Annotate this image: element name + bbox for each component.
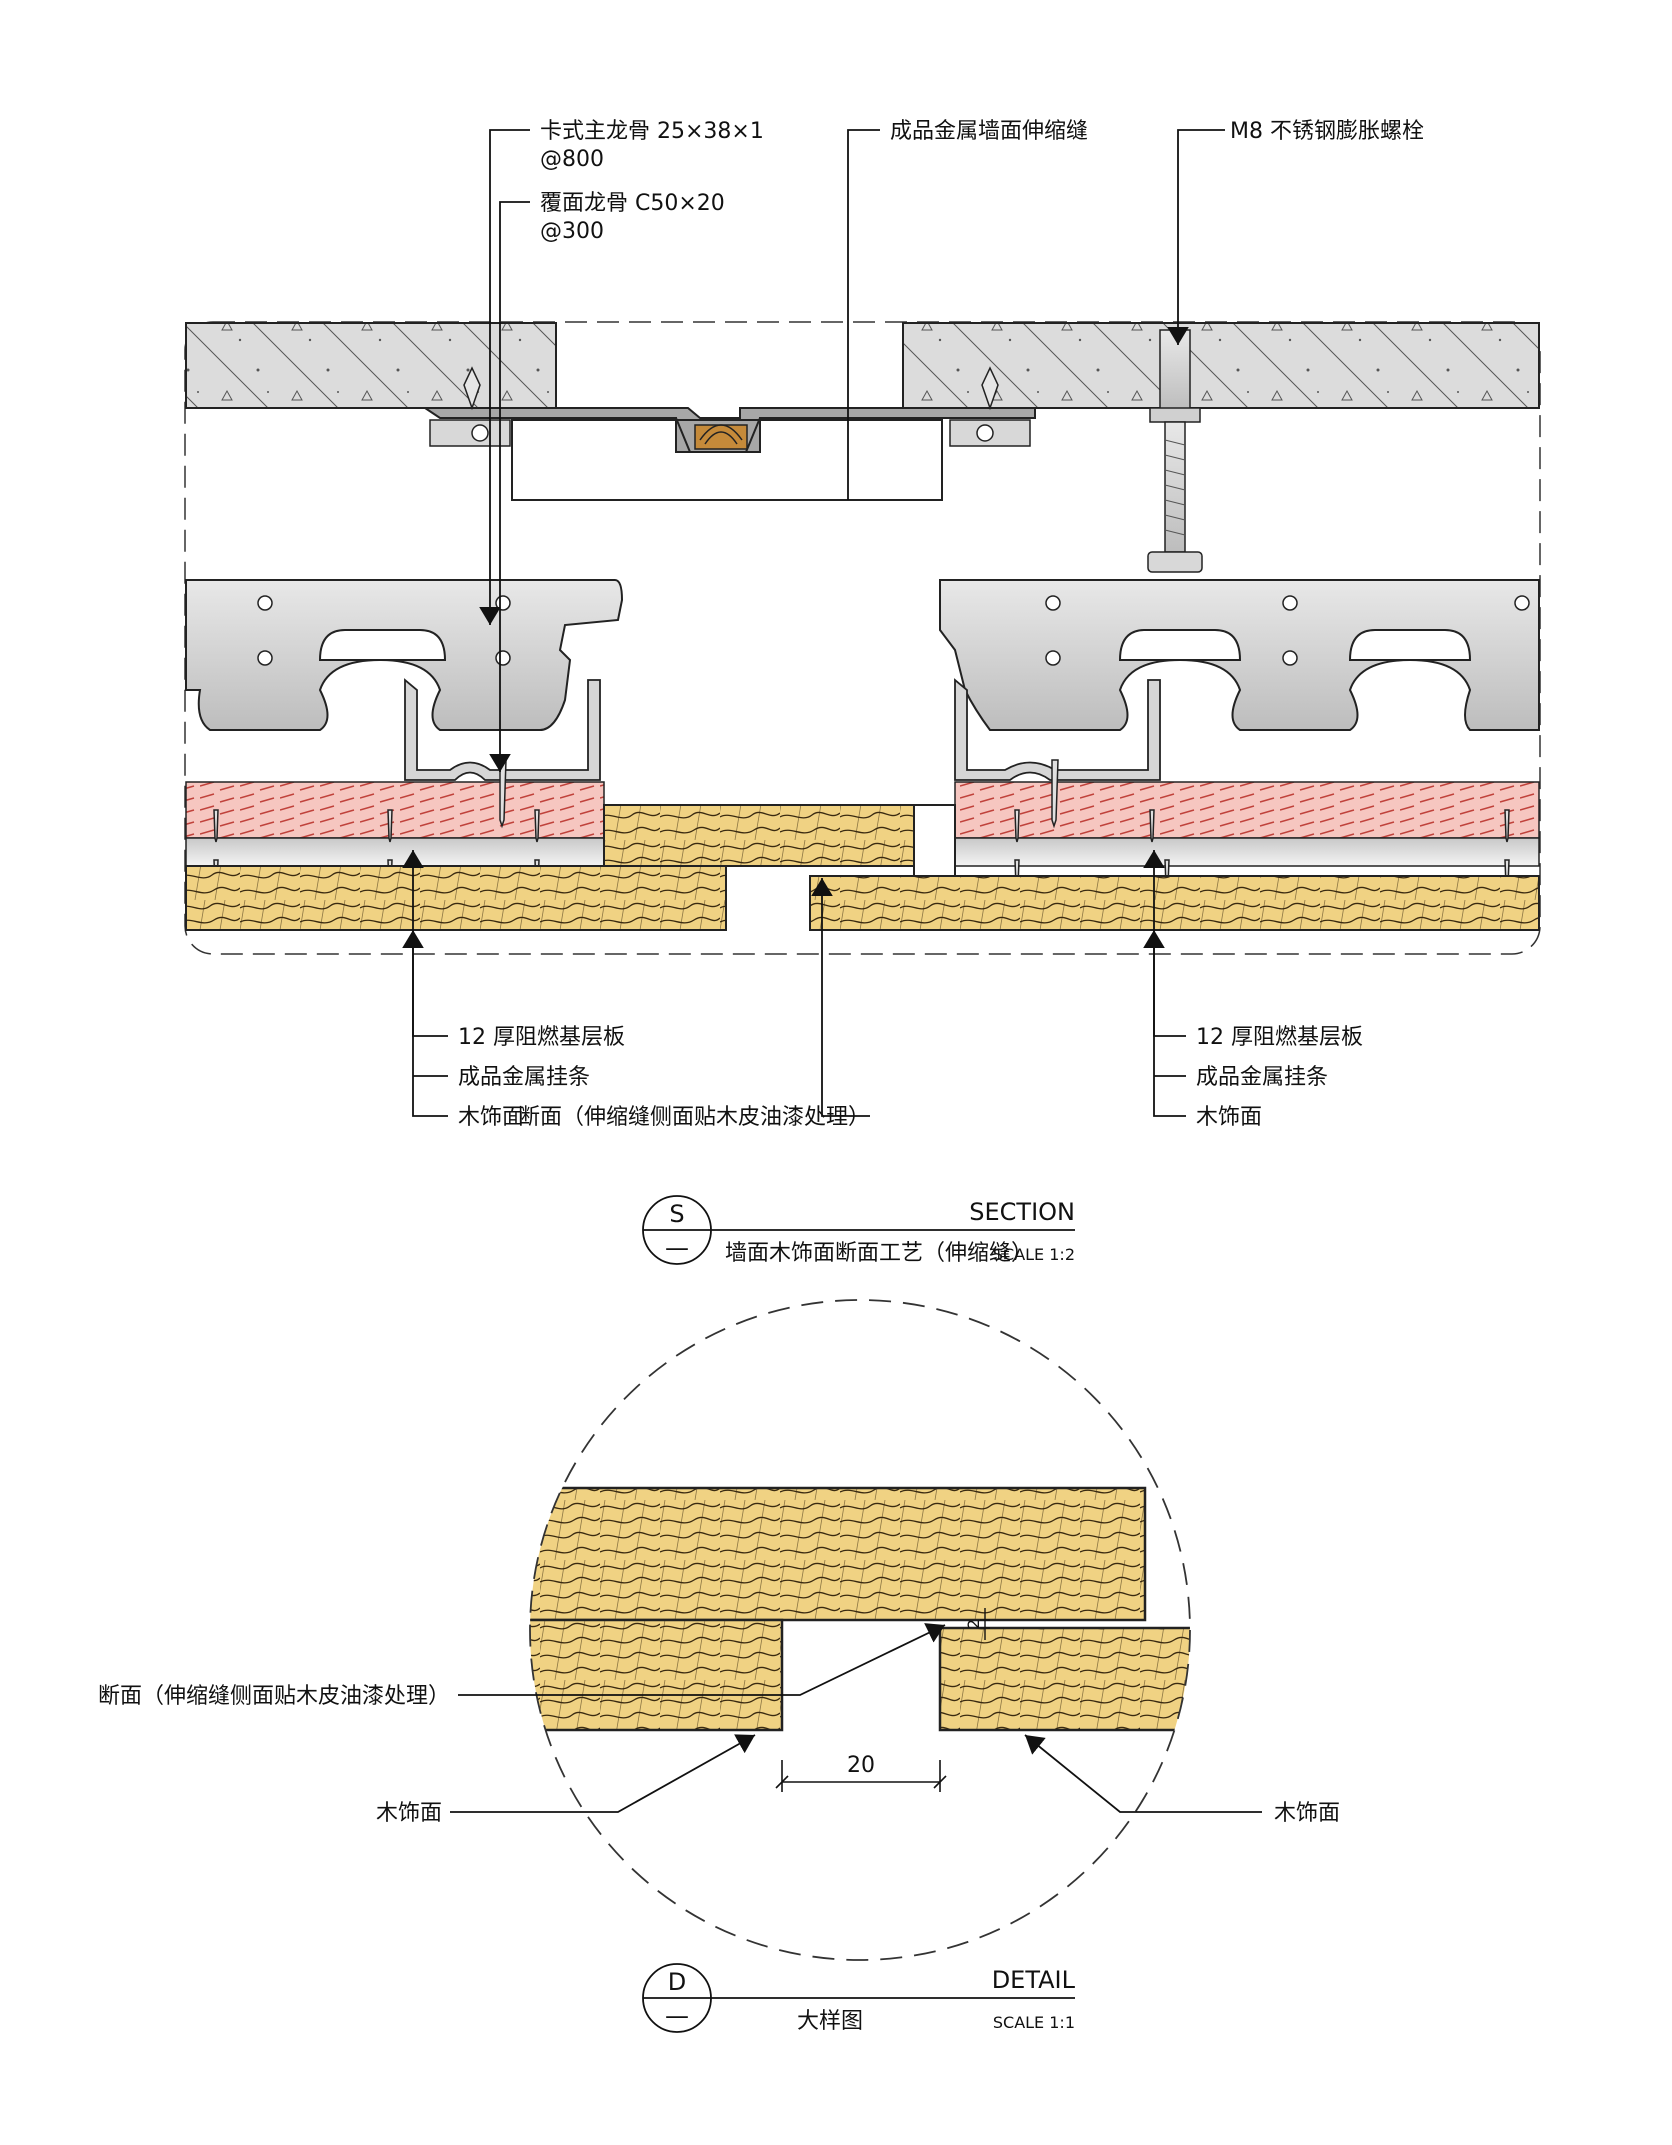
dimension-step [980, 1608, 990, 1640]
wood-panel-bottom-left [185, 865, 727, 931]
detail-wood-upper [530, 1486, 1147, 1622]
label-main-keel: 卡式主龙骨 25×38×1 [540, 119, 764, 144]
detail-label-left-wood-face: 木饰面 [376, 1801, 442, 1826]
detail-sub-symbol: — [665, 2002, 689, 2030]
detail-titleblock: D — DETAIL 大样图 SCALE 1:1 [642, 1963, 1076, 2034]
label-right-metal-strip: 成品金属挂条 [1196, 1065, 1328, 1090]
dimension-gap-value: 20 [847, 1753, 875, 1778]
cover-keel-left [404, 678, 601, 781]
main-keel-right [939, 579, 1540, 731]
concrete-wall-right [902, 322, 1540, 409]
label-right-base-board: 12 厚阻燃基层板 [1196, 1025, 1363, 1050]
section-titleblock: S — SECTION 墙面木饰面断面工艺（伸缩缝） SCALE 1:2 [642, 1195, 1075, 1266]
label-left-wood-face: 木饰面 [458, 1105, 524, 1130]
detail-scale: SCALE 1:1 [993, 2013, 1075, 2032]
label-cover-keel: 覆面龙骨 C50×20 [540, 191, 725, 216]
section-name: 墙面木饰面断面工艺（伸缩缝） [725, 1241, 1033, 1266]
detail-name: 大样图 [797, 2009, 863, 2034]
concrete-wall-left [185, 322, 557, 409]
anchor-left [463, 366, 481, 411]
section-sub-symbol: — [665, 1234, 689, 1262]
base-board-right [954, 781, 1540, 839]
wood-panel-upper-left-lip [603, 804, 915, 867]
label-right-wood-face: 木饰面 [1196, 1105, 1262, 1130]
label-cover-keel-spacing: @300 [540, 219, 604, 244]
section-view: 卡式主龙骨 25×38×1 @800 覆面龙骨 C50×20 @300 成品金属… [184, 119, 1541, 1130]
detail-leaders [450, 1623, 1262, 1813]
metal-strip-left [185, 837, 605, 867]
dimension-step-value: 2 [964, 1619, 983, 1629]
detail-wood-lower-left [530, 1618, 784, 1732]
wood-panel-bottom-right [809, 875, 1540, 931]
label-expansion-joint: 成品金属墙面伸缩缝 [890, 119, 1088, 144]
expansion-joint-profile [421, 407, 1036, 501]
label-main-keel-spacing: @800 [540, 147, 604, 172]
detail-heading: DETAIL [992, 1966, 1076, 1994]
detail-wood-lower-right [938, 1626, 1190, 1732]
base-board-left [185, 781, 605, 839]
dimension-gap [775, 1760, 947, 1792]
detail-boundary-circle [529, 1299, 1191, 1961]
section-symbol: S [669, 1200, 684, 1228]
label-anchor-bolt: M8 不锈钢膨胀螺栓 [1230, 119, 1424, 144]
metal-strip-right [954, 837, 1540, 867]
detail-label-right-wood-face: 木饰面 [1274, 1801, 1340, 1826]
section-heading: SECTION [969, 1198, 1075, 1226]
label-cut-edge: 断面（伸缩缝侧面贴木皮油漆处理） [518, 1105, 870, 1130]
detail-view: 20 2 断面（伸缩缝侧面贴木皮油漆处理） 木饰面 木饰面 [98, 1299, 1340, 1961]
detail-label-cut-edge: 断面（伸缩缝侧面贴木皮油漆处理） [98, 1684, 450, 1709]
label-left-base-board: 12 厚阻燃基层板 [458, 1025, 625, 1050]
label-left-metal-strip: 成品金属挂条 [458, 1065, 590, 1090]
section-leaders [402, 129, 1225, 1117]
cover-keel-right [954, 678, 1161, 781]
anchor-right [981, 366, 999, 411]
wood-panel-right-rebate [913, 804, 956, 877]
section-scale: SCALE 1:2 [993, 1245, 1075, 1264]
main-keel-left [185, 579, 624, 731]
detail-symbol: D [668, 1968, 686, 1996]
